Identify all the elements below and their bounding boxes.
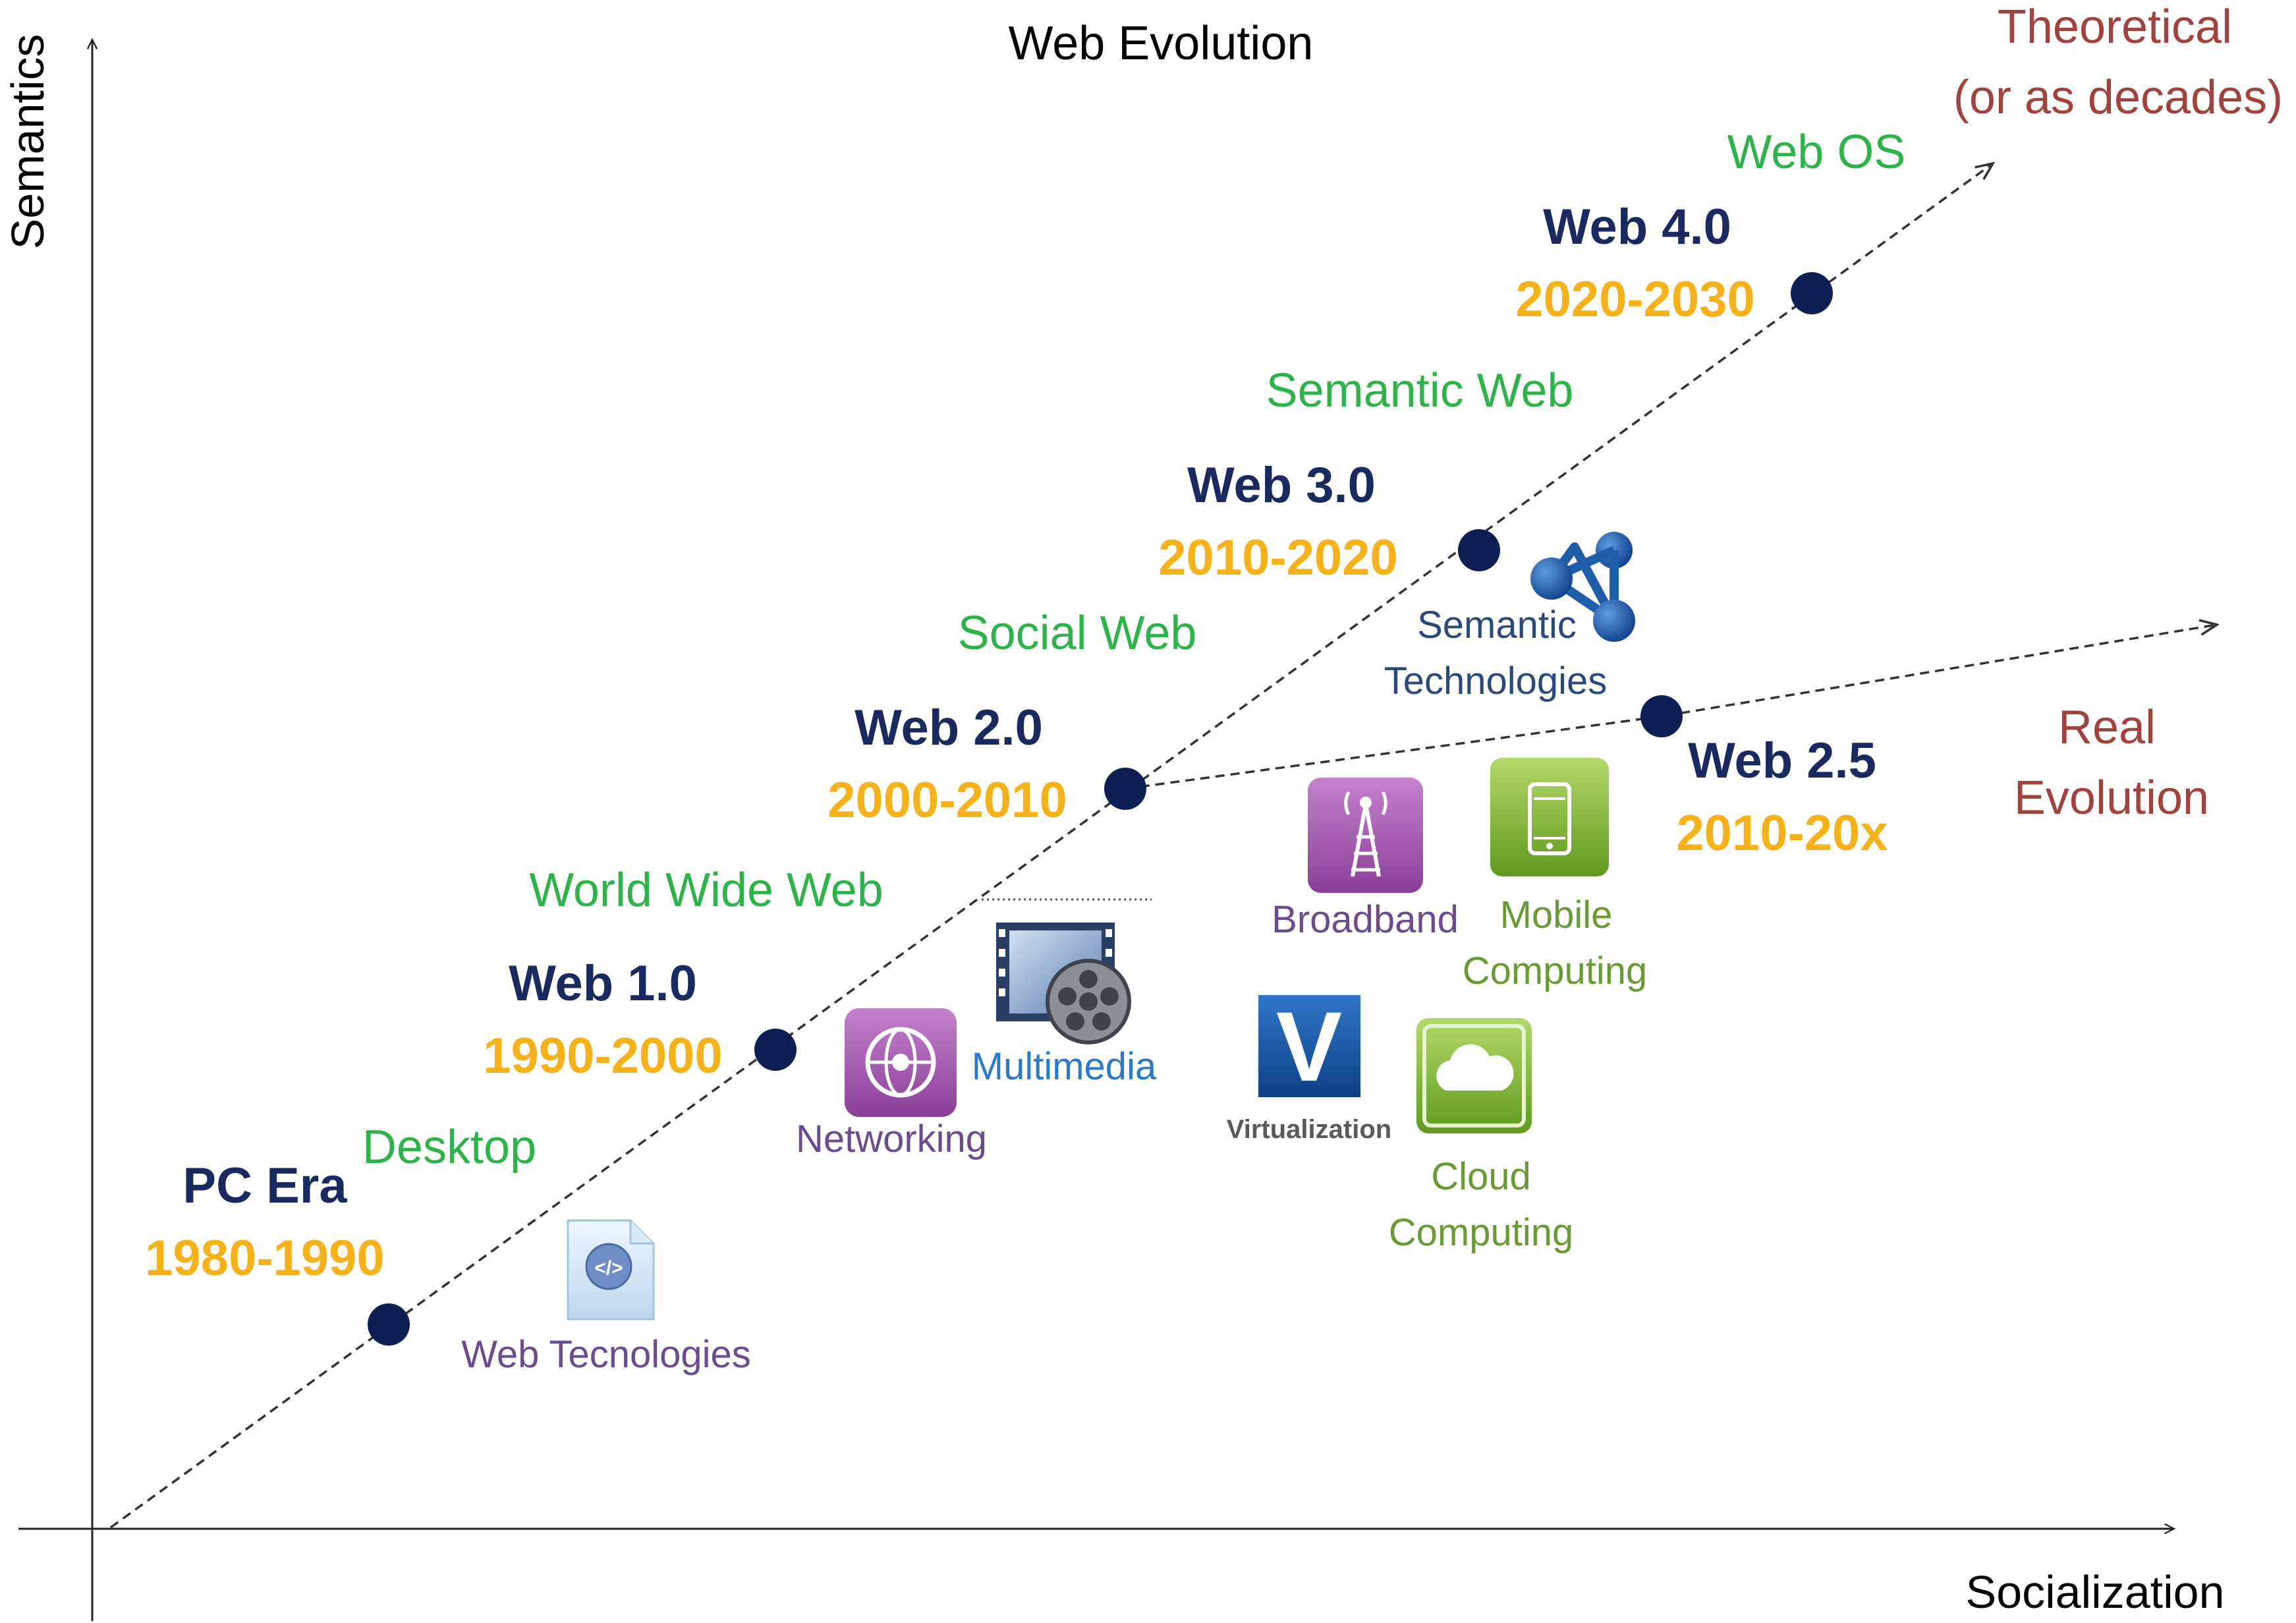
virtualization-label: Virtualization [1227,1115,1391,1144]
network-nodes-icon [1530,532,1635,642]
era-name-web25: Web 2.5 [1688,733,1876,789]
web-tech-label: Web Tecnologies [461,1333,751,1376]
web-name-desktop: Desktop [362,1121,536,1174]
era-years-web2: 2000-2010 [827,772,1067,828]
globe-icon [845,1008,957,1117]
web-name-webos: Web OS [1727,126,1906,179]
mobile-phone-icon [1490,758,1609,876]
era-name-web3: Web 3.0 [1187,457,1376,513]
semantic-tech-label-line2: Technologies [1384,660,1608,702]
era-dot-web25 [1640,695,1683,737]
cloud-icon [1416,1018,1532,1133]
networking-label: Networking [796,1118,987,1160]
real-evolution-line [1125,625,2217,790]
era-name-pc: PC Era [182,1158,347,1214]
era-dot-web3 [1458,529,1500,571]
cloud-label-line1: Cloud [1431,1155,1531,1198]
virtualization-icon: V [1258,991,1360,1102]
x-axis-label: Socialization [1966,1566,2225,1618]
note-real-line2: Evolution [2014,772,2209,824]
svg-text:</>: </> [594,1257,623,1279]
era-dot-web2 [1104,768,1146,810]
antenna-tower-icon [1308,778,1423,893]
era-years-web3: 2010-2020 [1158,530,1397,586]
era-dot-web1 [754,1029,797,1071]
cloud-label-line2: Computing [1389,1211,1573,1254]
era-years-web1: 1990-2000 [483,1028,722,1084]
era-years-pc: 1980-1990 [145,1230,384,1286]
note-theoretical-line1: Theoretical [1998,1,2232,53]
broadband-label: Broadband [1272,898,1459,941]
semantic-tech-label-line1: Semantic [1417,604,1577,646]
theoretical-evolution-line [109,163,1993,1529]
era-name-web1: Web 1.0 [509,955,697,1011]
era-years-web4: 2020-2030 [1515,271,1754,327]
note-theoretical-line2: (or as decades) [1953,71,2283,124]
film-reel-icon [996,923,1131,1044]
y-axis-label: Semantics [2,34,53,250]
web-name-www: World Wide Web [529,864,883,917]
multimedia-label: Multimedia [972,1045,1157,1088]
note-real-line1: Real [2058,701,2156,754]
web-name-semantic: Semantic Web [1266,364,1574,417]
mobile-label-line2: Computing [1463,950,1647,992]
era-years-web25: 2010-20x [1676,805,1888,861]
web-name-social: Social Web [958,607,1197,660]
era-dot-pc [368,1303,410,1346]
document-code-icon: </> [567,1219,655,1321]
virtualization-letter: V [1276,991,1342,1102]
mobile-label-line1: Mobile [1500,894,1613,936]
era-name-web4: Web 4.0 [1543,199,1731,255]
era-dot-web4 [1791,272,1833,314]
diagram-title: Web Evolution [1009,17,1314,70]
era-name-web2: Web 2.0 [854,700,1043,756]
